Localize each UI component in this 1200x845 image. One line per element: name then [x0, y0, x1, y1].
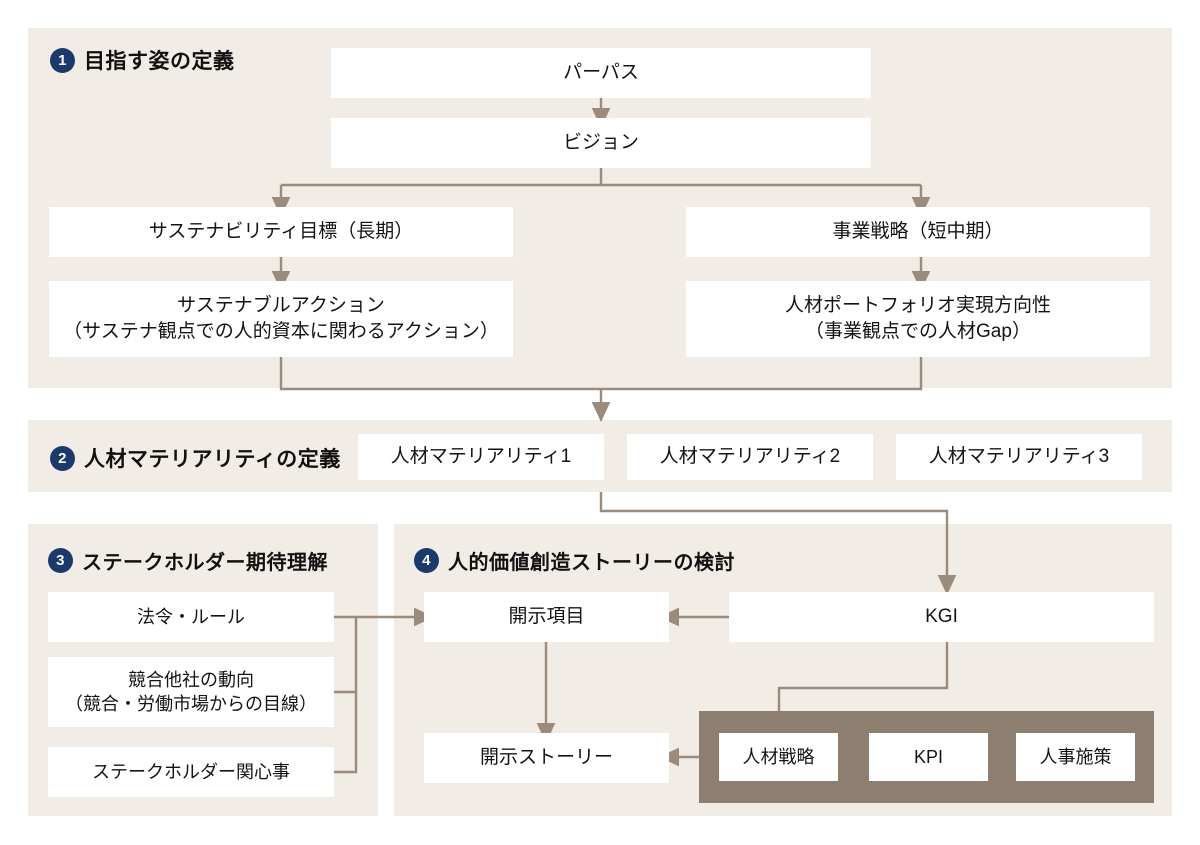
box-materiality-3-label: 人材マテリアリティ3	[928, 446, 1110, 468]
box-talent-portfolio[interactable]: 人材ポートフォリオ実現方向性 （事業観点での人材Gap）	[686, 281, 1150, 357]
box-talent-portfolio-line2: （事業観点での人材Gap）	[805, 321, 1031, 342]
box-kgi-label: KGI	[925, 606, 958, 628]
box-purpose[interactable]: パーパス	[331, 48, 871, 98]
box-disclosure-story-label: 開示ストーリー	[479, 747, 613, 769]
box-vision-label: ビジョン	[562, 132, 639, 154]
box-kpi-label: KPI	[913, 746, 943, 767]
box-sustainable-action-line2: （サステナ観点での人的資本に関わるアクション）	[63, 321, 499, 342]
box-competitor-trends-line2: （競合・労働市場からの目線）	[65, 694, 317, 714]
box-materiality-1-label: 人材マテリアリティ1	[390, 446, 572, 468]
box-disclosure-items-label: 開示項目	[508, 606, 585, 628]
box-business-strategy[interactable]: 事業戦略（短中期）	[686, 207, 1150, 257]
box-competitor-trends[interactable]: 競合他社の動向 （競合・労働市場からの目線）	[48, 657, 334, 727]
section-4-header: 4 人的価値創造ストーリーの検討	[414, 546, 735, 575]
box-purpose-label: パーパス	[563, 62, 639, 84]
section-1-title: 目指す姿の定義	[84, 50, 235, 73]
box-laws-rules[interactable]: 法令・ルール	[48, 592, 334, 642]
box-stakeholder-interests-label: ステークホルダー関心事	[92, 761, 290, 782]
section-4-title: 人的価値創造ストーリーの検討	[448, 552, 735, 574]
box-kgi[interactable]: KGI	[729, 592, 1154, 642]
box-sustainable-action-line1: サステナブルアクション	[177, 295, 385, 317]
section-3-title: ステークホルダー期待理解	[82, 552, 328, 574]
section-4-number-badge: 4	[414, 548, 439, 573]
box-sustainability-goal-label: サステナビリティ目標（長期）	[148, 221, 414, 243]
section-1-number-badge: 1	[50, 47, 75, 73]
box-talent-portfolio-line1: 人材ポートフォリオ実現方向性	[784, 295, 1051, 317]
box-materiality-3[interactable]: 人材マテリアリティ3	[896, 434, 1142, 480]
section-3-number-badge: 3	[48, 548, 73, 573]
box-materiality-2[interactable]: 人材マテリアリティ2	[627, 434, 873, 480]
box-talent-strategy-label: 人材戦略	[742, 746, 815, 767]
box-materiality-2-label: 人材マテリアリティ2	[659, 446, 841, 468]
box-materiality-1[interactable]: 人材マテリアリティ1	[358, 434, 604, 480]
box-business-strategy-label: 事業戦略（短中期）	[832, 221, 1004, 243]
box-hr-policy[interactable]: 人事施策	[1016, 733, 1135, 781]
box-vision[interactable]: ビジョン	[331, 118, 871, 168]
section-2-number-badge: 2	[50, 445, 75, 471]
box-sustainable-action[interactable]: サステナブルアクション （サステナ観点での人的資本に関わるアクション）	[49, 281, 513, 357]
box-laws-rules-label: 法令・ルール	[137, 606, 245, 627]
box-disclosure-items[interactable]: 開示項目	[424, 592, 669, 642]
section-2-title: 人材マテリアリティの定義	[84, 448, 341, 471]
section-2-header: 2 人材マテリアリティの定義	[50, 443, 341, 473]
box-kpi[interactable]: KPI	[869, 733, 988, 781]
box-disclosure-story[interactable]: 開示ストーリー	[424, 733, 669, 783]
section-1-header: 1 目指す姿の定義	[50, 45, 235, 75]
box-competitor-trends-line1: 競合他社の動向	[128, 669, 254, 690]
box-sustainability-goal[interactable]: サステナビリティ目標（長期）	[49, 207, 513, 257]
box-stakeholder-interests[interactable]: ステークホルダー関心事	[48, 747, 334, 797]
box-hr-policy-label: 人事施策	[1039, 746, 1112, 767]
section-3-header: 3 ステークホルダー期待理解	[48, 546, 328, 575]
box-talent-strategy[interactable]: 人材戦略	[719, 733, 838, 781]
